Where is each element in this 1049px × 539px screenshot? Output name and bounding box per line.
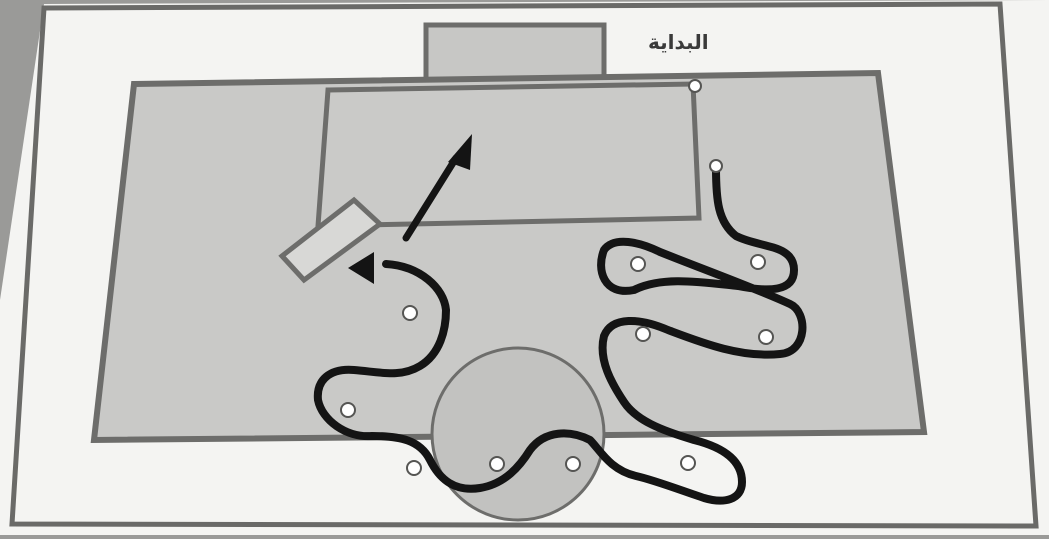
cone-marker (710, 160, 722, 172)
goal-box (426, 25, 604, 83)
cone-marker (751, 255, 765, 269)
penalty-box (318, 84, 699, 226)
cone-marker (759, 330, 773, 344)
cone-marker (407, 461, 421, 475)
cone-marker (566, 457, 580, 471)
cone-marker (636, 327, 650, 341)
start-label: البداية (648, 30, 709, 54)
start-marker (689, 80, 701, 92)
cone-marker (681, 456, 695, 470)
cone-marker (490, 457, 504, 471)
cone-marker (341, 403, 355, 417)
cone-marker (631, 257, 645, 271)
cone-marker (403, 306, 417, 320)
